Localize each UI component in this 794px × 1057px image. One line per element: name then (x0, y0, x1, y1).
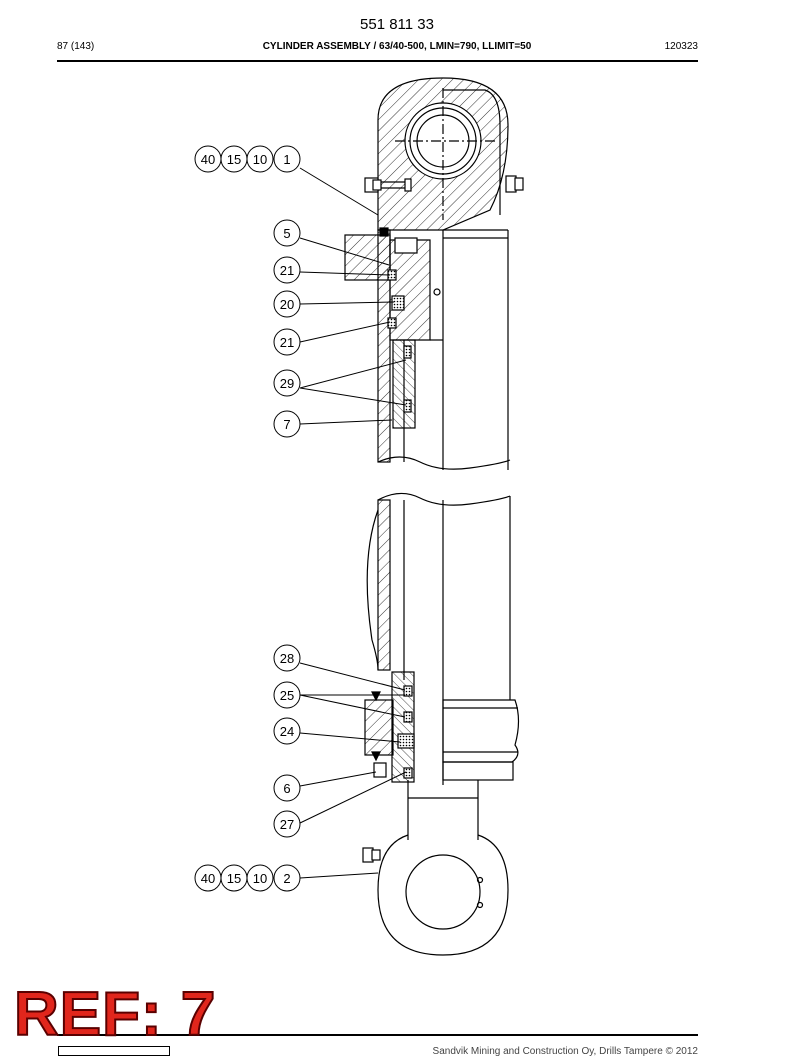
callout-40: 40 (201, 152, 215, 167)
callout-21: 21 (280, 263, 294, 278)
callout-27: 27 (280, 817, 294, 832)
callout-10: 10 (253, 871, 267, 886)
upper-eye-section (364, 77, 524, 231)
callout-24: 24 (280, 724, 294, 739)
ref-stamp: REF: 7 (13, 980, 217, 1049)
page-title: CYLINDER ASSEMBLY / 63/40-500, LMIN=790,… (262, 41, 532, 52)
callout-15: 15 (227, 152, 241, 167)
piston-section (364, 671, 520, 783)
callout-25: 25 (280, 688, 294, 703)
callout-5: 5 (283, 226, 290, 241)
page-number: 87 (143) (57, 41, 95, 52)
gland-section (344, 227, 443, 429)
callout-28: 28 (280, 651, 294, 666)
callout-15: 15 (227, 871, 241, 886)
document-code: 120323 (664, 41, 698, 52)
callout-40: 40 (201, 871, 215, 886)
header-rule (57, 60, 698, 62)
footer-rule (57, 1034, 698, 1036)
callout-10: 10 (253, 152, 267, 167)
footer-copyright: Sandvik Mining and Construction Oy, Dril… (432, 1046, 698, 1057)
callout-29: 29 (280, 376, 294, 391)
callout-2: 2 (283, 871, 290, 886)
part-number: 551 811 33 (360, 16, 434, 33)
callout-7: 7 (283, 417, 290, 432)
callout-6: 6 (283, 781, 290, 796)
callout-20: 20 (280, 297, 294, 312)
callout-21: 21 (280, 335, 294, 350)
callout-1: 1 (283, 152, 290, 167)
lower-eye (362, 834, 509, 956)
